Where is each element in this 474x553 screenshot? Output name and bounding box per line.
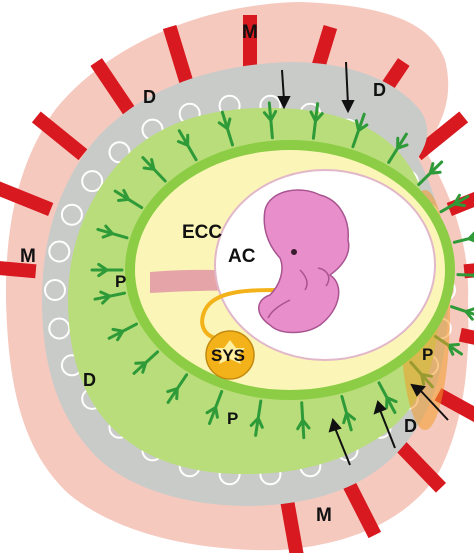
villous-tree [141,156,167,183]
villous-tree [296,401,311,440]
spiral-artery [0,181,54,216]
decidua-cell [108,141,131,164]
decidua-cell [48,317,71,340]
embryo [258,189,350,334]
spiral-artery [31,111,88,161]
villous-tree [340,395,356,432]
label-d-top-left: D [143,87,156,107]
label-d-top-right: D [373,80,386,100]
blood-flow-arrows [277,61,449,466]
spiral-artery [90,58,136,116]
label-sys: SYS [211,346,245,365]
villous-tree [132,350,160,375]
villous-tree [387,132,409,164]
villous-tree [417,160,444,186]
label-p-bottom: P [227,409,238,428]
villous-tree [166,373,189,404]
villous-tree [377,381,398,414]
yolk-sac-spot [215,340,245,364]
villous-tree [176,129,198,162]
villous-tree [439,193,470,214]
spiral-artery [434,388,474,423]
villous-tree [217,110,234,147]
villous-tree [309,102,324,140]
label-m-bottom: M [316,505,332,526]
villous-tree [249,399,264,437]
decidua-cell [60,203,83,226]
spiral-artery [280,500,304,553]
decidua-cell [48,240,71,263]
label-m-left: M [20,246,36,267]
label-ecc: ECC [182,222,222,243]
label-d-left: D [83,370,96,390]
villous-tree [113,189,144,210]
decidua-cell [44,279,66,301]
label-m-top: M [242,22,258,43]
villous-tree [93,290,127,305]
spiral-artery [458,327,474,345]
label-p-left: P [115,272,126,291]
villous-tree [262,101,278,140]
spiral-artery [412,111,469,161]
villous-tree [456,272,474,278]
spiral-artery [394,439,447,493]
villous-tree [90,262,124,278]
label-d-bottom-right: D [404,416,417,436]
villous-tree [205,390,224,425]
decidua-cell [81,170,104,193]
spiral-artery [463,263,474,279]
spiral-artery [0,261,37,279]
label-ac: AC [228,246,256,267]
villous-tree [107,322,138,342]
label-p-right: P [422,345,433,364]
villous-tree [351,112,369,149]
spiral-arteries [0,15,474,553]
spiral-artery [341,478,382,539]
villous-tree [96,224,129,240]
spiral-artery [162,24,194,87]
vitelline-duct [200,288,281,340]
